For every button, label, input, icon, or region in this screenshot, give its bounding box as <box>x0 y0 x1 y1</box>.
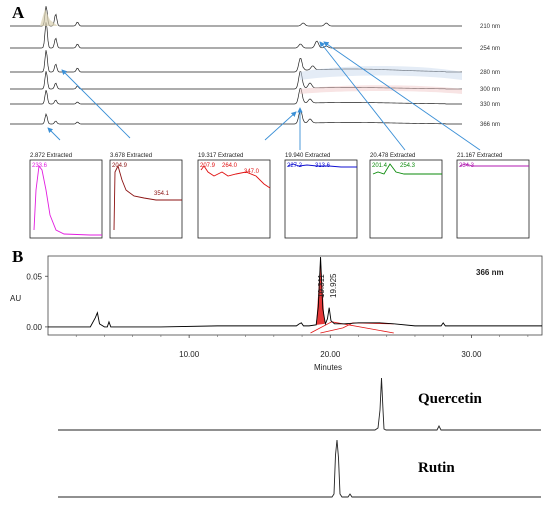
arrow-0 <box>47 127 61 141</box>
chromatogram-trace-5 <box>10 110 462 125</box>
plot-frame <box>47 255 543 336</box>
x-tick-label-1: 20.00 <box>320 350 341 359</box>
spectrum-max-label-1-1: 354.1 <box>154 191 170 197</box>
panel-a-arrows <box>47 41 481 151</box>
chromatogram-trace-4 <box>10 88 462 105</box>
quercetin-label: Quercetin <box>418 391 483 407</box>
standard-rutin: Rutin <box>58 439 541 498</box>
chromatogram-trace-0 <box>10 6 462 27</box>
peak-label-19-925: 19.925 <box>329 273 338 298</box>
spectrum-max-label-5-0: 234.3 <box>459 163 475 169</box>
spectrum-curve-0 <box>33 164 102 236</box>
solvent-peak-fill <box>40 9 58 26</box>
spectrum-time-label-2: 19.317 Extracted <box>198 153 243 159</box>
quercetin-trace <box>58 377 541 431</box>
y-axis-label: AU <box>10 294 21 303</box>
spectrum-time-label-1: 3.678 Extracted <box>110 153 152 159</box>
spectrum-max-label-4-1: 254.3 <box>400 163 416 169</box>
wavelength-label-2: 280 nm <box>480 70 500 76</box>
rutin-trace <box>58 439 541 498</box>
spectrum-box-4 <box>369 159 443 239</box>
wavelength-label-5: 366 nm <box>480 122 500 128</box>
band-280 <box>300 66 462 80</box>
spectrum-time-label-0: 2.872 Extracted <box>30 153 72 159</box>
panel-a-wavelength-labels: 210 nm 254 nm 280 nm 300 nm 330 nm 366 nm <box>480 24 500 128</box>
spectrum-max-label-0-0: 233.6 <box>32 163 48 169</box>
wavelength-label: 366 nm <box>476 268 504 277</box>
x-tick-label-0: 10.00 <box>179 350 200 359</box>
arrow-5 <box>323 41 481 151</box>
spectrum-max-label-3-1: 313.6 <box>315 163 331 169</box>
y-tick-label-0: 0.00 <box>26 323 42 332</box>
spectrum-curve-3 <box>287 163 357 168</box>
spectrum-time-label-3: 19.940 Extracted <box>285 153 330 159</box>
panel-a-chromatograms <box>10 6 462 125</box>
spectrum-max-label-4-0: 201.4 <box>372 163 388 169</box>
wavelength-label-4: 330 nm <box>480 102 500 108</box>
spectrum-curve-1 <box>113 164 182 231</box>
peak-label-19-311: 19.311 <box>317 274 326 298</box>
spectrum-box-1 <box>109 159 183 239</box>
spectrum-max-label-2-1: 264.0 <box>222 163 238 169</box>
axes: 10.00 20.00 30.00 0.00 0.05 <box>26 272 529 359</box>
spectrum-box-0 <box>29 159 103 239</box>
arrow-4 <box>319 41 406 151</box>
panel-a-spectra: 2.872 Extracted 233.6 3.678 Extracted 204.9… <box>29 153 530 239</box>
panel-b-chromatogram: 10.00 20.00 30.00 0.00 0.05 Minutes AU 366 n… <box>10 255 543 372</box>
band-300 <box>300 85 462 94</box>
y-tick-label-1: 0.05 <box>26 272 42 281</box>
rutin-label: Rutin <box>418 460 455 476</box>
spectrum-max-label-1-0: 204.9 <box>112 163 128 169</box>
spectrum-max-label-2-0: 207.9 <box>200 163 216 169</box>
spectrum-curve-5 <box>459 163 529 167</box>
panel-a-label: A <box>12 3 25 22</box>
chromatogram-line <box>48 256 542 328</box>
x-axis-label: Minutes <box>314 363 342 372</box>
spectrum-box-5 <box>456 159 530 239</box>
spectrum-max-label-2-2: 347.0 <box>244 169 260 175</box>
wavelength-label-0: 210 nm <box>480 24 500 30</box>
spectrum-curve-4 <box>372 163 442 175</box>
standard-quercetin: Quercetin <box>58 377 541 431</box>
spectrum-box-2 <box>197 159 271 239</box>
wavelength-label-1: 254 nm <box>480 46 500 52</box>
x-tick-label-2: 30.00 <box>461 350 482 359</box>
spectrum-time-label-5: 21.167 Extracted <box>457 153 502 159</box>
panel-b-label: B <box>12 247 23 266</box>
spectrum-box-3 <box>284 159 358 239</box>
spectrum-max-label-3-0: 227.2 <box>287 163 303 169</box>
arrow-1 <box>61 69 131 139</box>
spectrum-curve-2 <box>200 165 271 189</box>
arrow-2 <box>264 111 297 141</box>
chromatogram-trace-1 <box>10 22 462 49</box>
spectrum-time-label-4: 20.478 Extracted <box>370 153 415 159</box>
wavelength-label-3: 300 nm <box>480 87 500 93</box>
